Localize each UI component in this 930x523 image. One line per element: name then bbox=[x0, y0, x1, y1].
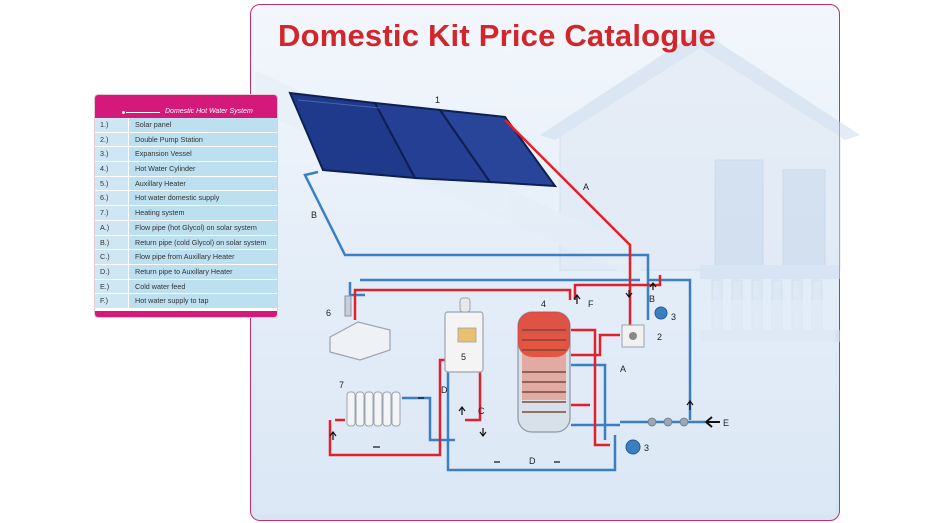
hot-water-cylinder bbox=[517, 311, 571, 433]
legend-rows: 1.)Solar panel 2.)Double Pump Station 3.… bbox=[95, 118, 277, 309]
hot-water-domestic-supply bbox=[329, 295, 391, 361]
legend-key: F.) bbox=[95, 294, 128, 308]
legend-row: 5.)Auxillary Heater bbox=[95, 176, 277, 192]
legend-key: 6.) bbox=[95, 191, 128, 206]
legend-bullet-icon bbox=[122, 111, 125, 114]
label-5: 5 bbox=[461, 352, 466, 362]
expansion-vessel-top bbox=[654, 306, 668, 320]
legend-rule bbox=[126, 112, 160, 113]
legend-row: C.)Flow pipe from Auxillary Heater bbox=[95, 250, 277, 265]
label-3-bottom: 3 bbox=[644, 443, 649, 453]
heating-system bbox=[346, 391, 401, 427]
legend-value: Hot water domestic supply bbox=[129, 191, 277, 206]
legend-key: E.) bbox=[95, 279, 128, 294]
legend-key: B.) bbox=[95, 235, 128, 250]
label-f: F bbox=[588, 299, 594, 309]
legend-row: 2.)Double Pump Station bbox=[95, 132, 277, 148]
legend-value: Auxillary Heater bbox=[129, 176, 277, 191]
solar-panel bbox=[288, 91, 558, 188]
label-d-bottom: D bbox=[529, 456, 536, 466]
legend-row: E.)Cold water feed bbox=[95, 279, 277, 295]
expansion-vessel-bottom bbox=[625, 439, 641, 455]
legend-row: 7.)Heating system bbox=[95, 206, 277, 221]
legend-key: 5.) bbox=[95, 176, 128, 191]
legend-value: Return pipe (cold Glycol) on solar syste… bbox=[129, 235, 277, 250]
legend-key: D.) bbox=[95, 264, 128, 279]
legend-key: 3.) bbox=[95, 147, 128, 162]
legend-key: 4.) bbox=[95, 162, 128, 176]
legend-row: D.)Return pipe to Auxillary Heater bbox=[95, 264, 277, 280]
label-d-left: D bbox=[441, 385, 448, 395]
flow-arrows bbox=[329, 282, 694, 463]
label-a-bottom: A bbox=[620, 364, 626, 374]
label-4: 4 bbox=[541, 299, 546, 309]
label-6: 6 bbox=[326, 308, 331, 318]
legend-value: Return pipe to Auxillary Heater bbox=[129, 264, 277, 279]
legend-value: Flow pipe from Auxillary Heater bbox=[129, 250, 277, 264]
legend-key: C.) bbox=[95, 250, 128, 264]
legend-row: F.)Hot water supply to tap bbox=[95, 294, 277, 309]
legend-value: Flow pipe (hot Glycol) on solar system bbox=[129, 220, 277, 235]
legend-row: 3.)Expansion Vessel bbox=[95, 147, 277, 163]
label-7: 7 bbox=[339, 380, 344, 390]
legend-key: A.) bbox=[95, 220, 128, 235]
legend-panel: Domestic Hot Water System 1.)Solar panel… bbox=[95, 95, 277, 317]
double-pump-station bbox=[621, 324, 645, 348]
legend-value: Solar panel bbox=[129, 118, 277, 132]
legend-row: 6.)Hot water domestic supply bbox=[95, 191, 277, 207]
legend-value: Hot water supply to tap bbox=[129, 294, 277, 308]
cold-feed-arrow bbox=[704, 416, 720, 428]
auxillary-heater bbox=[444, 297, 484, 373]
legend-row: A.)Flow pipe (hot Glycol) on solar syste… bbox=[95, 220, 277, 236]
label-2: 2 bbox=[657, 332, 662, 342]
legend-value: Expansion Vessel bbox=[129, 147, 277, 162]
label-c: C bbox=[478, 406, 485, 416]
label-b-left: B bbox=[311, 210, 317, 220]
legend-row: B.)Return pipe (cold Glycol) on solar sy… bbox=[95, 235, 277, 251]
legend-value: Heating system bbox=[129, 206, 277, 220]
cold-feed-valves bbox=[647, 417, 689, 427]
legend-value: Hot Water Cylinder bbox=[129, 162, 277, 176]
legend-key: 2.) bbox=[95, 132, 128, 147]
flow-pipe-a bbox=[328, 119, 662, 457]
label-a-top: A bbox=[583, 182, 589, 192]
legend-top-bar bbox=[95, 95, 277, 106]
legend-value: Double Pump Station bbox=[129, 132, 277, 147]
legend-bottom-bar bbox=[95, 311, 277, 317]
label-b-right: B bbox=[649, 294, 655, 304]
legend-header-text: Domestic Hot Water System bbox=[165, 108, 253, 115]
label-1: 1 bbox=[435, 95, 440, 105]
legend-header: Domestic Hot Water System bbox=[95, 106, 277, 118]
legend-row: 1.)Solar panel bbox=[95, 118, 277, 133]
label-e: E bbox=[723, 418, 729, 428]
legend-key: 7.) bbox=[95, 206, 128, 220]
legend-row: 4.)Hot Water Cylinder bbox=[95, 162, 277, 177]
legend-key: 1.) bbox=[95, 118, 128, 132]
label-3-top: 3 bbox=[671, 312, 676, 322]
legend-value: Cold water feed bbox=[129, 279, 277, 294]
page-title: Domestic Kit Price Catalogue bbox=[278, 18, 716, 53]
